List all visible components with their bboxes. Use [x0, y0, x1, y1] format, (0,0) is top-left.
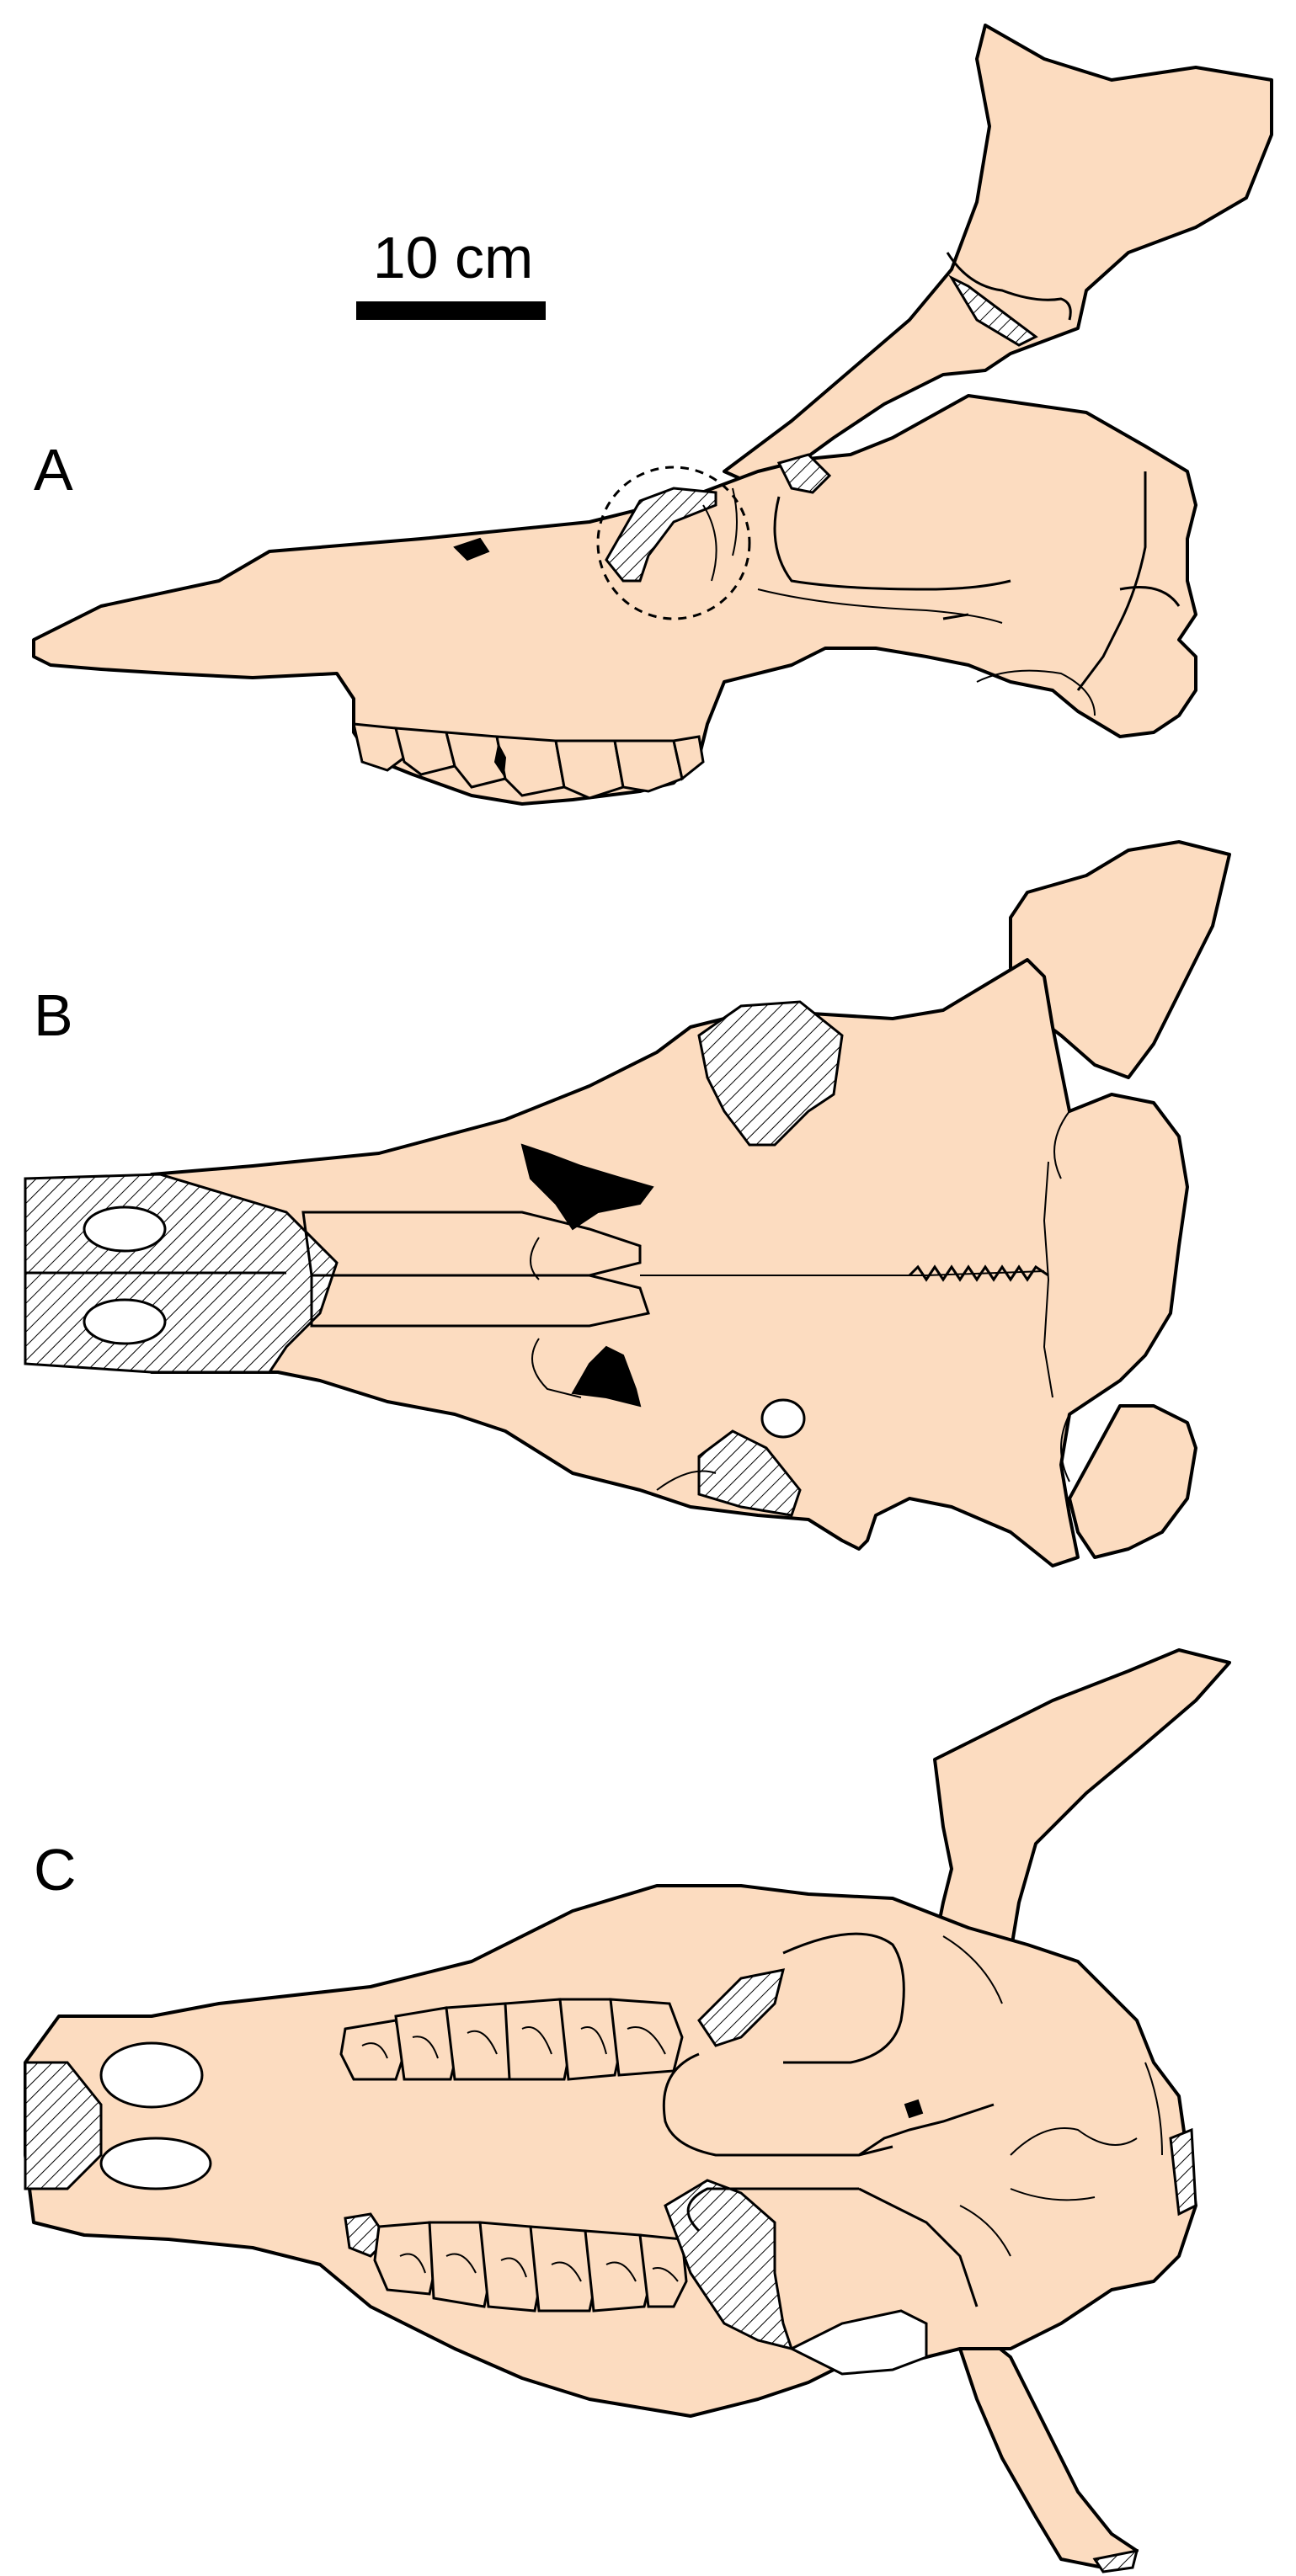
panel-c-nostril-upper	[99, 2041, 204, 2109]
panel-c-label: C	[34, 1837, 77, 1903]
panel-a-horn-break	[948, 274, 1038, 347]
panel-a-orbit-outline	[596, 466, 751, 620]
panel-c-lower-tooth-row	[344, 2212, 688, 2313]
panel-a-crest-break	[776, 453, 832, 494]
panel-c-skull	[24, 1884, 1197, 2418]
panel-a-foramen	[453, 537, 490, 562]
panel-b-lower-break	[697, 1429, 802, 1517]
panel-b-label: B	[34, 982, 73, 1048]
scale-bar: 10 cm	[356, 225, 546, 320]
panel-b: B	[24, 840, 1231, 1567]
panel-b-foramen	[760, 1398, 806, 1439]
scale-bar-line	[356, 301, 546, 320]
panel-b-upper-break	[697, 1000, 844, 1147]
panel-a-horn-suture	[946, 252, 1072, 321]
panel-c-foramen	[904, 2099, 924, 2119]
panel-c-lower-horn	[958, 2322, 1139, 2569]
panel-b-nostril-lower	[83, 1298, 167, 1345]
panel-c-horn-tip-break	[1092, 2549, 1139, 2573]
panel-b-lower-horn	[1068, 1404, 1197, 1559]
panel-c-upper-tooth-row	[339, 1998, 684, 2081]
panel-b-suture	[908, 1264, 1049, 1282]
panel-a: A	[32, 24, 1273, 806]
panel-c-upper-break	[697, 1968, 786, 2047]
panel-c-snout-break	[24, 2061, 103, 2190]
panel-a-orbit-break	[605, 487, 717, 583]
panel-b-orbit-lower	[571, 1345, 642, 1408]
panel-c: C	[24, 1648, 1231, 2573]
panel-b-skull	[150, 958, 1189, 1567]
panel-a-tooth-row	[352, 722, 705, 800]
panel-c-upper-horn	[933, 1648, 1231, 1963]
panel-a-label: A	[34, 437, 73, 503]
panel-a-horn-core	[723, 24, 1273, 490]
panel-b-nostril-upper	[83, 1206, 167, 1253]
panel-b-orbit-upper	[520, 1143, 654, 1231]
panel-c-lower-fossa	[788, 2309, 928, 2376]
scale-bar-label: 10 cm	[373, 225, 534, 290]
panel-c-nostril-lower	[99, 2137, 212, 2190]
